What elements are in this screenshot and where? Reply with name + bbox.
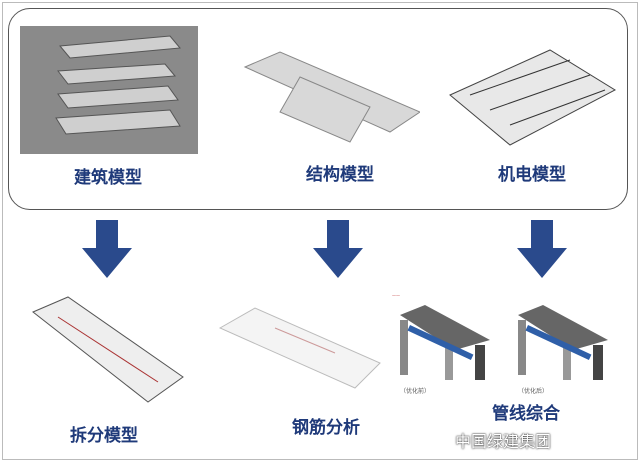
label-architecture-model: 建筑模型 xyxy=(74,168,142,188)
mep-note: —— xyxy=(392,293,400,298)
architecture-model-image xyxy=(20,26,198,154)
down-arrow-icon xyxy=(313,220,363,278)
label-pipeline-integration: 管线综合 xyxy=(492,404,560,424)
split-model-image xyxy=(32,296,184,403)
mep-model-image xyxy=(449,49,617,146)
label-mep-model: 机电模型 xyxy=(498,165,566,185)
rebar-analysis-image xyxy=(218,307,381,389)
down-arrow-icon xyxy=(517,220,567,278)
mep-after-image xyxy=(518,305,608,380)
caption-after: （优化后） xyxy=(518,388,549,395)
mep-before-image xyxy=(400,305,490,380)
label-split-model: 拆分模型 xyxy=(70,426,138,446)
caption-before: （优化前） xyxy=(400,388,431,395)
label-rebar-analysis: 钢筋分析 xyxy=(292,418,360,438)
label-structure-model: 结构模型 xyxy=(306,165,374,185)
down-arrow-icon xyxy=(82,220,132,278)
structure-model-image xyxy=(243,51,420,143)
watermark: 中国绿建集团 xyxy=(455,432,552,451)
source-models-box xyxy=(8,8,628,210)
